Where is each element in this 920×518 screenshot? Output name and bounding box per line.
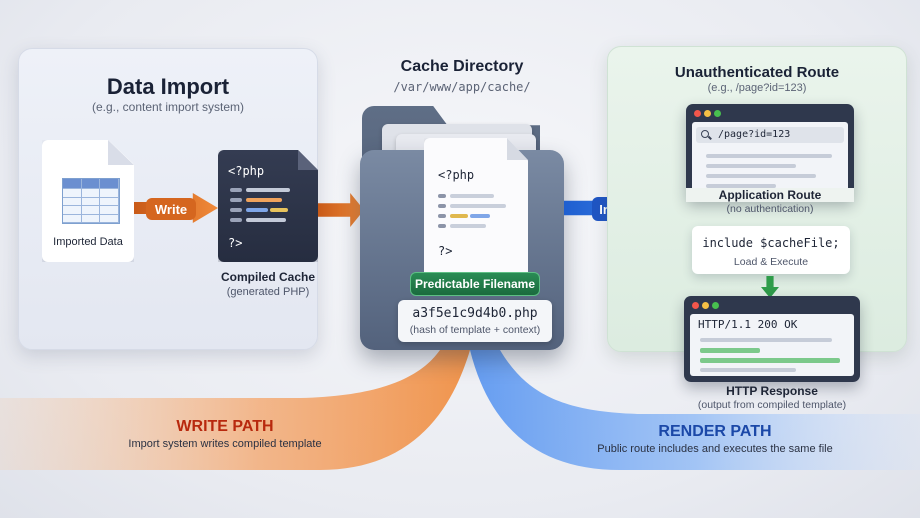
search-icon	[701, 130, 709, 138]
compiled-cache-sublabel: (generated PHP)	[226, 286, 310, 298]
route-subtitle: (e.g., /page?id=123)	[707, 82, 807, 94]
write-path-ribbon	[0, 350, 470, 470]
imported-data-label: Imported Data	[53, 236, 123, 248]
route-title: Unauthenticated Route	[674, 64, 840, 81]
predictable-filename-badge: Predictable Filename	[410, 272, 540, 296]
cache-filename-note: (hash of template + context)	[409, 324, 541, 336]
window-minimize-dot	[704, 110, 711, 117]
address-bar[interactable]	[696, 127, 844, 143]
window-close-dot	[694, 110, 701, 117]
render-path-description: Public route includes and executes the s…	[597, 443, 833, 455]
cache-filename: a3f5e1c9d4b0.php	[412, 306, 538, 321]
render-path-ribbon	[470, 350, 920, 470]
cache-directory-path: /var/www/app/cache/	[393, 80, 531, 94]
php-close-tag: ?>	[228, 236, 243, 250]
spreadsheet-icon	[62, 178, 120, 224]
filename-card	[398, 300, 552, 342]
include-note: Load & Execute	[733, 256, 809, 268]
window-close-dot	[692, 302, 699, 309]
http-response-label: HTTP Response	[726, 384, 818, 398]
include-code: include $cacheFile;	[702, 236, 840, 250]
http-response-window: HTTP/1.1 200 OK	[684, 296, 860, 382]
application-route-window: /page?id=123	[686, 104, 854, 200]
window-maximize-dot	[712, 302, 719, 309]
data-import-subtitle: (e.g., content import system)	[91, 100, 245, 114]
write-path-title: WRITE PATH	[176, 418, 274, 435]
php-open-tag: <?php	[228, 164, 265, 178]
http-response-sublabel: (output from compiled template)	[697, 399, 847, 411]
cache-directory-title: Cache Directory	[400, 58, 524, 75]
application-route-sublabel: (no authentication)	[726, 203, 814, 215]
application-route-label: Application Route	[686, 188, 854, 202]
include-code-card	[692, 226, 850, 274]
address-url: /page?id=123	[718, 129, 791, 140]
http-status: HTTP/1.1 200 OK	[698, 318, 798, 331]
write-badge: Write	[146, 198, 196, 220]
cached-php-open-tag: <?php	[438, 168, 475, 182]
data-import-title: Data Import	[106, 74, 230, 99]
window-minimize-dot	[702, 302, 709, 309]
cached-php-file-icon: <?php ?>	[424, 138, 528, 278]
window-maximize-dot	[714, 110, 721, 117]
write-path-description: Import system writes compiled template	[128, 438, 322, 450]
render-path-title: RENDER PATH	[658, 423, 772, 440]
compiled-php-document-icon: <?php ?>	[218, 150, 318, 262]
compiled-cache-label: Compiled Cache	[220, 270, 316, 284]
cached-php-close-tag: ?>	[438, 244, 453, 258]
